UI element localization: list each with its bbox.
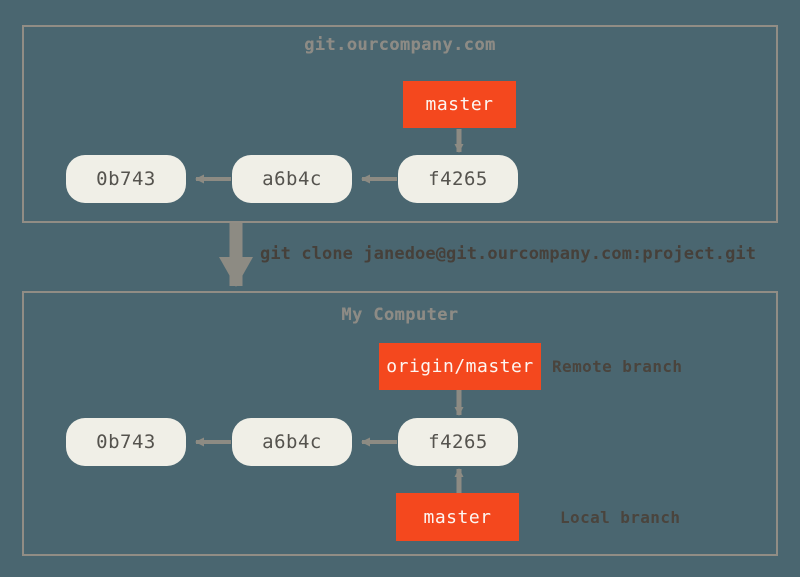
commit-node[interactable]: 0b743	[66, 155, 186, 203]
local-computer-title: My Computer	[341, 305, 459, 325]
branch-label-master-remote[interactable]: master	[403, 81, 516, 128]
commit-node[interactable]: a6b4c	[232, 418, 352, 466]
remote-branch-annotation: Remote branch	[552, 357, 683, 376]
remote-server-title: git.ourcompany.com	[304, 35, 496, 55]
local-computer-frame	[22, 291, 778, 556]
clone-command-text: git clone janedoe@git.ourcompany.com:pro…	[260, 244, 757, 264]
local-branch-annotation: Local branch	[560, 508, 681, 527]
branch-label-origin-master[interactable]: origin/master	[379, 343, 541, 390]
commit-node[interactable]: 0b743	[66, 418, 186, 466]
branch-label-master-local[interactable]: master	[396, 493, 519, 541]
remote-server-frame	[22, 25, 778, 223]
commit-node[interactable]: f4265	[398, 155, 518, 203]
commit-node[interactable]: a6b4c	[232, 155, 352, 203]
commit-node[interactable]: f4265	[398, 418, 518, 466]
